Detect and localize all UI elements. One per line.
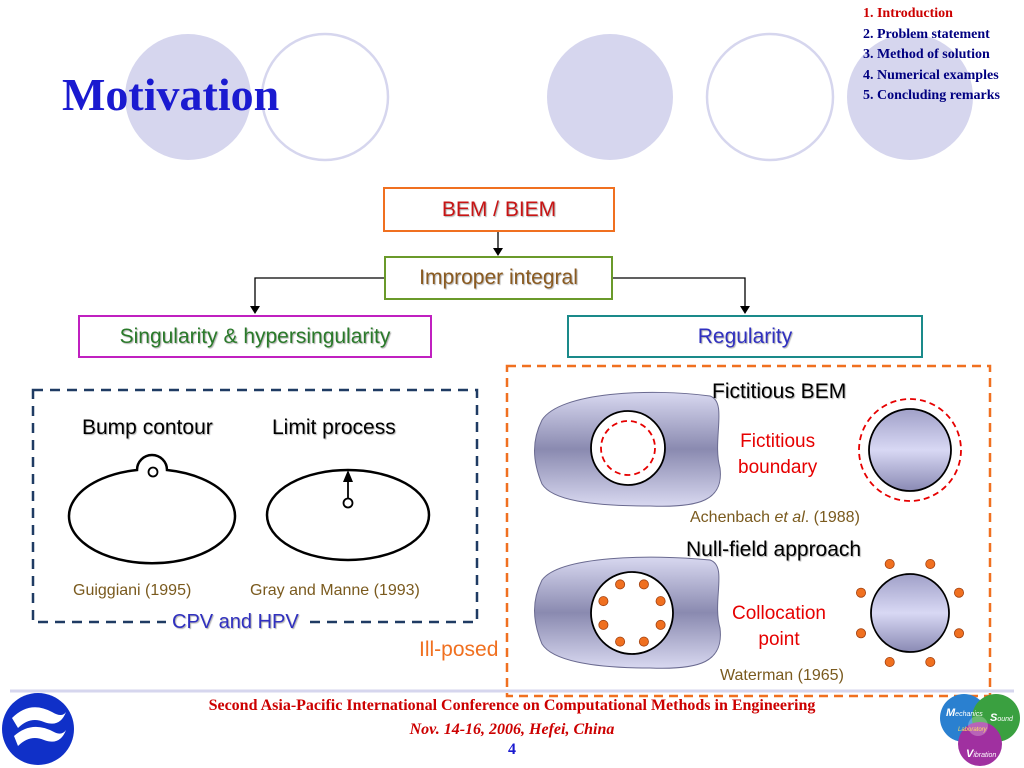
collocation-point-inner xyxy=(615,579,626,590)
cpv-hpv-caption: CPV and HPV xyxy=(166,611,305,634)
collocation-line2: point xyxy=(758,629,800,650)
null-field-figure xyxy=(534,556,950,669)
slide-title: Motivation xyxy=(62,69,280,120)
collocation-point-inner xyxy=(615,636,626,647)
citation-waterman: Waterman (1965) xyxy=(720,667,844,684)
collocation-line1: Collocation xyxy=(732,603,826,624)
outline-nav: 1. Introduction 2. Problem statement 3. … xyxy=(863,4,1000,107)
collocation-point-label: Collocation point xyxy=(732,601,826,653)
collocation-point-outer xyxy=(925,657,936,668)
outline-item-remarks[interactable]: 5. Concluding remarks xyxy=(862,88,1000,103)
collocation-point-outer xyxy=(856,628,867,639)
collocation-point-inner xyxy=(638,579,649,590)
limit-process-label: Limit process xyxy=(272,416,396,439)
ill-posed-label: Ill-posed xyxy=(419,638,499,662)
fictitious-bem-label: Fictitious BEM xyxy=(712,380,847,403)
outline-item-method[interactable]: 3. Method of solution xyxy=(862,47,990,62)
collocation-point-outer xyxy=(884,657,895,668)
lab-logo-sound: Sound xyxy=(990,712,1013,724)
outline-item-problem[interactable]: 2. Problem statement xyxy=(862,26,990,42)
footer-date-place: Nov. 14-16, 2006, Hefei, China xyxy=(409,721,615,738)
flow-connectors xyxy=(254,232,746,308)
citation-guiggiani: Guiggiani (1995) xyxy=(73,582,192,599)
university-logo xyxy=(2,693,74,765)
collocation-point-outer xyxy=(884,559,895,570)
lab-logo-mechanics: Mechanics xyxy=(946,707,983,719)
collocation-point-outer xyxy=(954,628,965,639)
collocation-point-inner xyxy=(598,619,609,630)
outline-item-examples[interactable]: 4. Numerical examples xyxy=(862,67,999,83)
arrow-heads xyxy=(250,248,750,314)
lab-logo-vibration: Vibration xyxy=(966,748,997,760)
page-number: 4 xyxy=(508,741,516,758)
outline-item-introduction[interactable]: 1. Introduction xyxy=(862,6,953,21)
citation-gray-manne: Gray and Manne (1993) xyxy=(250,582,420,599)
fictitious-boundary-line1: Fictitious xyxy=(740,431,816,452)
collocation-point-outer xyxy=(856,587,867,598)
fictitious-boundary-label: Fictitious boundary xyxy=(738,429,817,481)
collocation-point-inner xyxy=(598,596,609,607)
collocation-point-inner xyxy=(638,636,649,647)
left-dashed-panel xyxy=(31,388,479,624)
footer-conference: Second Asia-Pacific International Confer… xyxy=(208,697,816,714)
lab-logo-laboratory: Laboratory xyxy=(958,727,987,733)
regularity-box: Regularity xyxy=(567,315,923,358)
limit-process-figure xyxy=(265,468,431,562)
bump-contour-figure xyxy=(67,453,237,565)
collocation-point-outer xyxy=(954,587,965,598)
right-dashed-panel xyxy=(505,364,992,698)
bump-contour-label: Bump contour xyxy=(82,416,213,439)
fictitious-bem-figure xyxy=(534,391,962,507)
improper-integral-box: Improper integral xyxy=(384,256,613,300)
collocation-point-inner xyxy=(655,596,666,607)
null-field-label: Null-field approach xyxy=(686,538,862,561)
lab-logo xyxy=(940,694,1020,766)
collocation-point-outer xyxy=(925,559,936,570)
fictitious-boundary-line2: boundary xyxy=(738,457,818,478)
collocation-point-inner xyxy=(655,619,666,630)
collocation-points xyxy=(598,559,965,668)
bem-biem-box: BEM / BIEM xyxy=(383,187,615,232)
singularity-box: Singularity & hypersingularity xyxy=(78,315,432,358)
decorative-circles xyxy=(125,32,973,162)
citation-achenbach: Achenbach et al. (1988) xyxy=(690,509,860,526)
